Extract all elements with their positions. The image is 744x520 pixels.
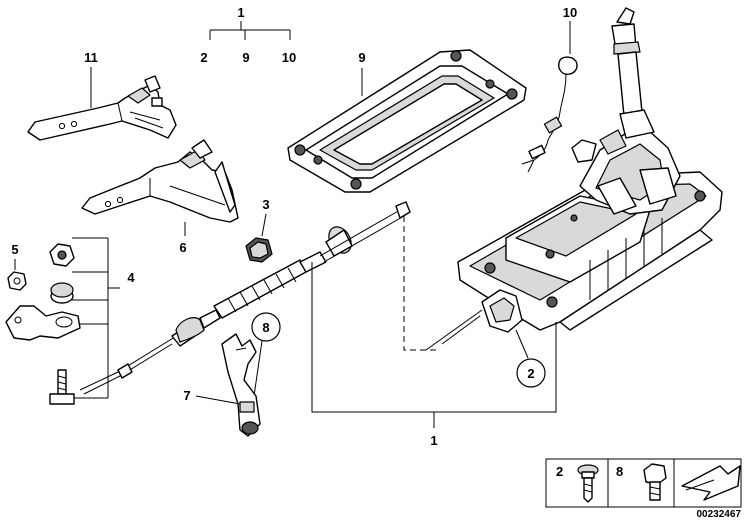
legend-box: 2 8 <box>545 458 742 508</box>
gear-selector-housing <box>425 7 723 351</box>
cable-connection-dashed <box>403 216 440 351</box>
gasket-frame-part-9: 9 <box>287 49 527 193</box>
bracket-part-6: 6 <box>81 139 239 255</box>
sensor-lead-part-10: 10 <box>521 5 578 173</box>
callout-2: 2 <box>527 366 534 381</box>
callout-1-top: 1 <box>237 5 244 20</box>
shift-cable <box>79 201 411 395</box>
legend-item-2-number: 2 <box>556 464 563 479</box>
callout-8: 8 <box>262 320 269 335</box>
fasteners-part-4-5: 5 4 <box>5 237 135 405</box>
callout-1-bottom: 1 <box>311 262 557 448</box>
callout-7: 7 <box>183 388 190 403</box>
callout-9: 9 <box>358 50 365 65</box>
arrow-icon <box>681 465 741 501</box>
callout-1-bottom-label: 1 <box>430 433 437 448</box>
screw-icon <box>577 464 599 503</box>
callout-2-circled: 2 <box>515 329 546 388</box>
callout-2-sub: 2 <box>200 50 207 65</box>
document-number: 00232467 <box>697 509 742 520</box>
cable-holder-part-7: 7 <box>183 333 261 437</box>
callout-8-circled: 8 <box>251 312 281 397</box>
bracket-part-11: 11 <box>27 50 177 141</box>
bush-part-3: 3 <box>245 197 273 263</box>
callout-9-sub: 9 <box>242 50 249 65</box>
bolt-icon <box>643 463 667 501</box>
callout-3: 3 <box>262 197 269 212</box>
callout-4: 4 <box>127 270 135 285</box>
callout-10-sub: 10 <box>282 50 296 65</box>
callout-group-1-top: 1 2 9 10 <box>200 5 296 65</box>
callout-11: 11 <box>84 50 98 65</box>
callout-10: 10 <box>563 5 577 20</box>
legend-item-8-number: 8 <box>616 464 623 479</box>
callout-5: 5 <box>11 242 18 257</box>
callout-6: 6 <box>179 240 186 255</box>
